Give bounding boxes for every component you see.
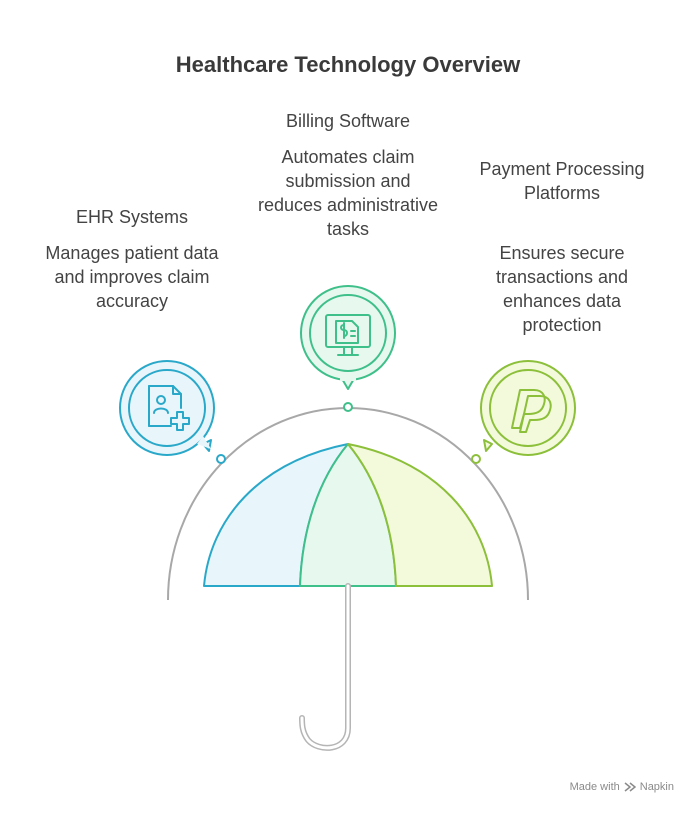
billing-description: Automates claim submission and reduces a… — [257, 147, 439, 239]
napkin-logo-icon — [624, 782, 636, 792]
ehr-description: Manages patient data and improves claim … — [45, 243, 219, 311]
payment-heading: Payment Processing Platforms — [479, 159, 645, 203]
ehr-heading: EHR Systems — [75, 207, 189, 227]
canopy-right-segment — [347, 443, 493, 587]
footer-brand: Napkin — [639, 781, 674, 793]
billing-monitor-icon — [325, 314, 371, 356]
ehr-bubble — [119, 360, 215, 456]
patient-record-icon — [148, 385, 190, 431]
footer-attribution: Made with Napkin — [570, 781, 674, 793]
ehr-connector-dot — [216, 454, 226, 464]
page-title: Healthcare Technology Overview — [175, 52, 521, 77]
payment-description: Ensures secure transactions and enhances… — [495, 243, 629, 335]
billing-connector-dot — [343, 402, 353, 412]
umbrella-handle — [299, 583, 351, 751]
paypal-icon — [511, 389, 552, 433]
billing-heading: Billing Software — [285, 111, 411, 131]
payment-bubble — [480, 360, 576, 456]
footer-prefix: Made with — [569, 781, 620, 793]
billing-bubble — [300, 285, 396, 390]
payment-connector-dot — [471, 454, 481, 464]
